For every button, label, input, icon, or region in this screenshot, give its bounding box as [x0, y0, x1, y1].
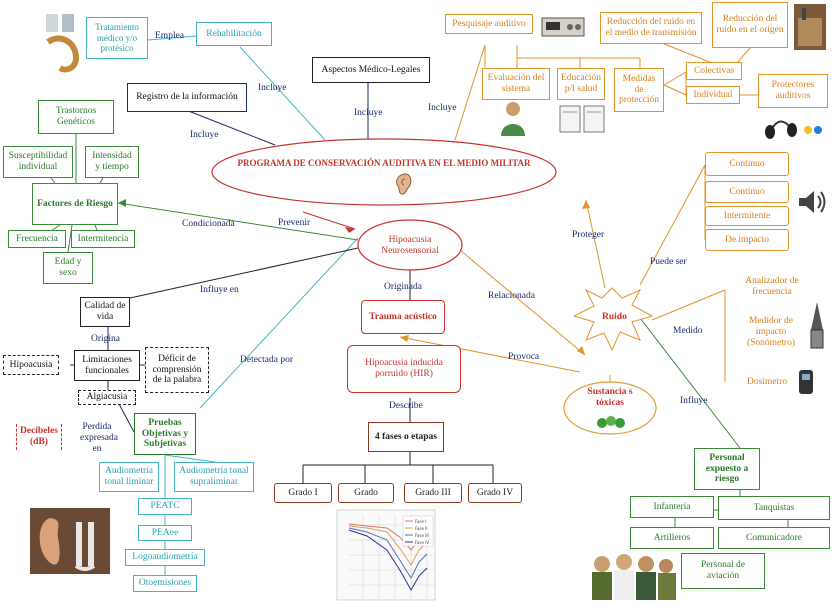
node-educacion: Educación p/l salud	[557, 68, 605, 100]
speaker-icon	[796, 186, 828, 218]
audiometer-image	[540, 12, 586, 40]
node-algiacusia: Algiacusia	[78, 390, 136, 405]
node-aspectos-legales: Aspectos Médico-Legales	[312, 57, 430, 83]
node-intermitencia: Intermitencia	[71, 230, 135, 248]
node-rehabilitacion: Rehabilitación	[196, 22, 272, 46]
node-peatc: PEATC	[138, 498, 192, 515]
node-dosimetro: Dosímetro	[747, 377, 788, 387]
node-intensidad: Intensidad y tiempo	[85, 146, 139, 178]
central-title: PROGRAMA DE CONSERVACIÓN AUDITIVA EN EL …	[237, 158, 531, 168]
node-reduccion-origen: Reducción del ruido en el origen	[712, 2, 788, 48]
node-grado-1: Grado I	[274, 483, 332, 503]
node-medidor: Medidor de impacto (Sonómetro)	[746, 316, 796, 348]
link-describe: Describe	[389, 401, 423, 411]
node-personal-expuesto: Personal expuesto a riesgo	[694, 448, 760, 490]
link-origina: Origina	[91, 334, 121, 344]
node-frecuencia: Frecuencia	[8, 230, 66, 248]
node-tratamiento: Tratamiento médico y/o protésico	[86, 17, 148, 59]
node-limitaciones: Limitaciones funcionales	[74, 350, 140, 381]
ear-protector-image	[762, 112, 826, 140]
link-originada: Originada	[384, 282, 422, 292]
node-decibeles: Decibeles (dB)	[16, 424, 62, 450]
node-hipoacusia-neurosensorial: Hipoacusia Neurosensorial	[381, 235, 439, 256]
node-continuo-1: Continuo	[705, 152, 789, 176]
link-relacionada: Relacionada	[488, 291, 535, 301]
node-medidas: Medidas de protección	[614, 68, 664, 112]
factory-image	[794, 4, 826, 50]
node-comunicadores: Comunicadore	[718, 527, 830, 549]
link-incluye-registro: Incluye	[190, 130, 219, 140]
link-incluye-pesquisaje: Incluye	[428, 103, 457, 113]
military-personnel-image	[588, 548, 678, 600]
link-puede-ser: Puede ser	[650, 257, 687, 267]
node-infanteria: Infantería	[630, 496, 714, 518]
link-influye-en: Influye en	[200, 285, 239, 295]
node-edad-sexo: Edad y sexo	[43, 252, 93, 284]
link-perdida: Perdida expresada en	[80, 422, 118, 454]
phase-audiogram: Fase I Fase II Fase III Fase IV	[336, 509, 436, 601]
node-pesquisaje: Pesquisaje auditivo	[445, 14, 533, 34]
node-hir: Hipoacusia inducida porruido (HIR)	[347, 345, 461, 393]
node-intermitente: Intermitente	[705, 206, 789, 226]
link-influye: Influye	[680, 396, 708, 406]
link-incluye-rehabilitacion: Incluye	[258, 83, 287, 93]
node-aviacion: Personal de aviación	[681, 553, 765, 589]
link-emplea: Emplea	[155, 31, 185, 41]
ear-icon	[392, 172, 414, 196]
node-hipoacusia: Hipoacusia	[3, 355, 59, 375]
node-audiometria-liminar: Audiometría tonal liminar	[99, 462, 159, 492]
node-sustancias: Sustancia s tóxicas	[587, 387, 633, 408]
link-prevenir: Prevenir	[278, 218, 311, 228]
node-calidad-vida: Calidad de vida	[80, 297, 130, 327]
node-tanquistas: Tanquistas	[718, 496, 830, 520]
node-grado-2: Grado	[338, 483, 394, 503]
node-registro: Registro de la información	[127, 83, 247, 112]
toxic-substances-image	[596, 414, 626, 430]
node-grado-4: Grado IV	[468, 483, 522, 503]
link-proteger: Proteger	[572, 230, 605, 240]
node-pruebas: Pruebas Objetivas y Subjetivas	[134, 413, 196, 455]
hearing-aid-image	[42, 12, 84, 74]
node-susceptibilidad: Susceptibilidad individual	[3, 146, 73, 178]
legend-fase-4: Fase IV	[415, 540, 429, 545]
node-factores-riesgo: Factores de Riesgo	[32, 183, 118, 225]
node-ruido: Ruido	[602, 312, 627, 322]
ear-test-image	[30, 508, 110, 574]
ruido-starburst	[572, 287, 654, 352]
legend-fase-3: Fase III	[415, 533, 429, 538]
link-medido: Medido	[673, 326, 703, 336]
node-reduccion-medio: Reducción del ruido en el medio de trans…	[600, 12, 702, 44]
node-evaluacion: Evaluación del sistema	[482, 68, 550, 100]
legend-fase-1: Fase I	[415, 519, 426, 524]
node-continuo-2: Contínuo	[705, 181, 789, 203]
node-colectivas: Colectivas	[686, 62, 742, 80]
person-image	[498, 100, 528, 136]
node-individual: Individual	[686, 86, 740, 104]
node-protectores: Protectores auditivos	[758, 74, 828, 108]
node-trauma-acustico: Trauma acústico	[361, 300, 445, 334]
node-fases: 4 fases o etapas	[368, 422, 444, 452]
link-detectada-por: Detectada por	[240, 355, 294, 365]
dosimeter-image	[796, 368, 816, 396]
node-artilleros: Artilleros	[630, 527, 714, 549]
link-provoca: Provoca	[508, 352, 540, 362]
node-otoemisiones: Otoemisiones	[133, 575, 197, 592]
node-deficit: Déficit de comprensión de la palabra	[145, 347, 209, 393]
node-grado-3: Grado III	[404, 483, 462, 503]
node-analizador: Analizador de frecuencia	[745, 276, 799, 297]
legend-fase-2: Fase II	[415, 526, 428, 531]
node-audiometria-supra: Audiometría tonal supraliminar	[174, 462, 254, 492]
link-incluye-aspectos: Incluye	[354, 108, 383, 118]
link-condicionada: Condicionada	[182, 219, 235, 229]
document-image	[558, 104, 608, 134]
node-logoaudiometria: Logoaudiometría	[125, 549, 205, 566]
sonometer-image	[806, 300, 828, 350]
node-trastornos: Trastornos Genéticos	[38, 100, 114, 134]
node-peaee: PEAee	[138, 525, 192, 541]
node-impacto: De impacto	[705, 229, 789, 251]
